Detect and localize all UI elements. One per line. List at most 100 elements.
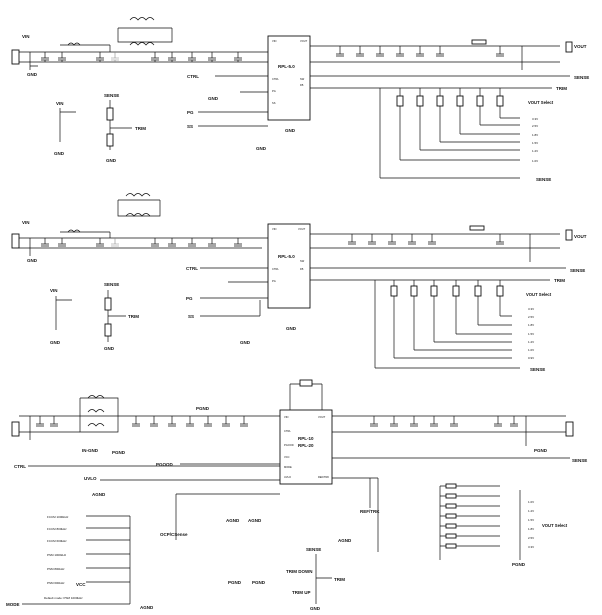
svg-text:VIN: VIN	[272, 227, 276, 231]
select-1-2v5: 2.5V	[532, 124, 538, 128]
chip-name-2: RPL-5.0	[278, 254, 295, 259]
vin-sub-label-2: VIN	[50, 288, 58, 293]
gnd-sub-1: GND	[54, 151, 65, 156]
vout-label-2: VOUT	[574, 234, 587, 239]
select-3-2v5: 2.5V	[528, 536, 534, 540]
in-gnd-label: IN-GND	[82, 448, 99, 453]
gnd-sub-1b: GND	[106, 158, 117, 163]
svg-text:SS: SS	[272, 101, 276, 105]
agnd-3c: AGND	[248, 518, 262, 523]
pgnd-3c: PGND	[252, 580, 266, 585]
trim-resistor-bottom-1	[106, 133, 114, 147]
vout-select-2: VOUT Select	[526, 292, 552, 297]
sense-resistor-1	[471, 39, 487, 45]
uvlo-label: UVLO	[84, 476, 97, 481]
vout-select-1: VOUT Select	[528, 100, 554, 105]
gnd-sub-2b: GND	[104, 346, 115, 351]
gnd-1d: GND	[285, 128, 296, 133]
select-2-0v9: 0.9V	[528, 356, 534, 360]
svg-text:SW: SW	[300, 259, 305, 263]
sense-bottom-2: SENSE	[530, 367, 545, 372]
chip-name-3b: RPL-20	[298, 443, 314, 448]
select-2-1v0: 1.0V	[528, 348, 534, 352]
select-2-1v8: 1.8V	[528, 323, 534, 327]
vin-label: VIN	[22, 34, 30, 39]
trim-down-label: TRIM DOWN	[286, 569, 313, 574]
output-connector-3	[565, 421, 574, 437]
sense-label-bottom: SENSE	[306, 547, 321, 552]
svg-text:FB: FB	[300, 267, 304, 271]
select-2-1v5: 1.5V	[528, 332, 534, 336]
svg-text:REF/TRK: REF/TRK	[318, 475, 329, 479]
agnd-3e: AGND	[140, 605, 154, 610]
mode-label: MODE	[6, 602, 20, 607]
rpl-5-chip-2	[267, 223, 311, 309]
svg-text:PG: PG	[272, 279, 276, 283]
mode-option-4: PSM 800kHz	[47, 567, 65, 571]
pgood-label: PGOOD	[156, 462, 174, 467]
select-1-1v2: 1.2V	[532, 149, 538, 153]
svg-text:PGOOD: PGOOD	[284, 443, 294, 447]
default-mode: Default mode: PSM 1000kHz	[44, 596, 83, 600]
agnd-3b: AGND	[226, 518, 240, 523]
pg-label-2: PG	[186, 296, 193, 301]
select-1-1v5: 1.5V	[532, 141, 538, 145]
ctrl-label-3: CTRL	[14, 464, 26, 469]
svg-text:VCC: VCC	[284, 455, 290, 459]
agnd-3a: AGND	[92, 492, 106, 497]
trim-label-1: TRIM	[556, 86, 567, 91]
mode-option-5: PSM 600kHz	[47, 581, 65, 585]
pgnd-label-right: PGND	[534, 448, 548, 453]
trim-resistor-top-2	[104, 297, 112, 311]
vin-label-2: VIN	[22, 220, 30, 225]
gnd-3f: GND	[310, 606, 321, 611]
sense-resistor-2	[469, 225, 485, 231]
ss-label-2: SS	[188, 314, 194, 319]
rpl-10-20-chip	[279, 409, 333, 485]
svg-text:CTRL: CTRL	[272, 77, 279, 81]
section-2: VIN GND RPL-5.0 VIN VOUT CTRL PG SW FB CTRL…	[11, 193, 587, 372]
vin-sub-label-1: VIN	[56, 101, 64, 106]
select-3-1v5: 1.5V	[528, 518, 534, 522]
trim-resistor-top-1	[106, 107, 114, 121]
sense-sub-label-1: SENSE	[104, 93, 119, 98]
pgnd-label-select: PGND	[512, 562, 526, 567]
svg-text:PG: PG	[272, 89, 276, 93]
trim-up-label: TRIM UP	[292, 590, 311, 595]
svg-text:VOUT: VOUT	[318, 415, 326, 419]
svg-text:VIN: VIN	[284, 415, 288, 419]
trim-sub-label-1: TRIM	[135, 126, 146, 131]
ctrl-label-1: CTRL	[187, 74, 199, 79]
svg-text:VOUT: VOUT	[298, 227, 306, 231]
mode-option-3: PSM 1000kHz	[47, 553, 67, 557]
output-connector-2	[565, 229, 573, 241]
ss-label-1: SS	[187, 124, 193, 129]
select-1-1v8: 1.8V	[532, 133, 538, 137]
mode-option-1: FCCM 800kHz	[47, 527, 67, 531]
sense-label-2: SENSE	[570, 268, 585, 273]
feedback-cap	[299, 379, 313, 387]
trim-label-2: TRIM	[554, 278, 565, 283]
mode-option-0: FCCM 1000kHz	[47, 515, 69, 519]
mode-option-2: FCCM 600kHz	[47, 539, 67, 543]
vout-label-1: VOUT	[574, 44, 587, 49]
select-3-3v3: 3.3V	[528, 545, 534, 549]
vout-select-3: VOUT Select	[542, 523, 568, 528]
rpl-5-chip-1	[267, 35, 311, 121]
vcc-label: VCC	[76, 582, 86, 587]
pgnd-label-top: PGND	[196, 406, 210, 411]
ctrl-label-2: CTRL	[186, 266, 198, 271]
select-3-1v0: 1.0V	[528, 500, 534, 504]
svg-text:FB: FB	[300, 83, 304, 87]
trim-resistor-bottom-2	[104, 323, 112, 337]
input-connector-3	[11, 421, 20, 437]
select-2-3v3: 3.3V	[528, 307, 534, 311]
pgnd-3b: PGND	[228, 580, 242, 585]
svg-text:VOUT: VOUT	[300, 39, 308, 43]
svg-text:CTRL: CTRL	[284, 429, 291, 433]
svg-text:CTRL: CTRL	[272, 267, 279, 271]
gnd-1c: GND	[208, 96, 219, 101]
